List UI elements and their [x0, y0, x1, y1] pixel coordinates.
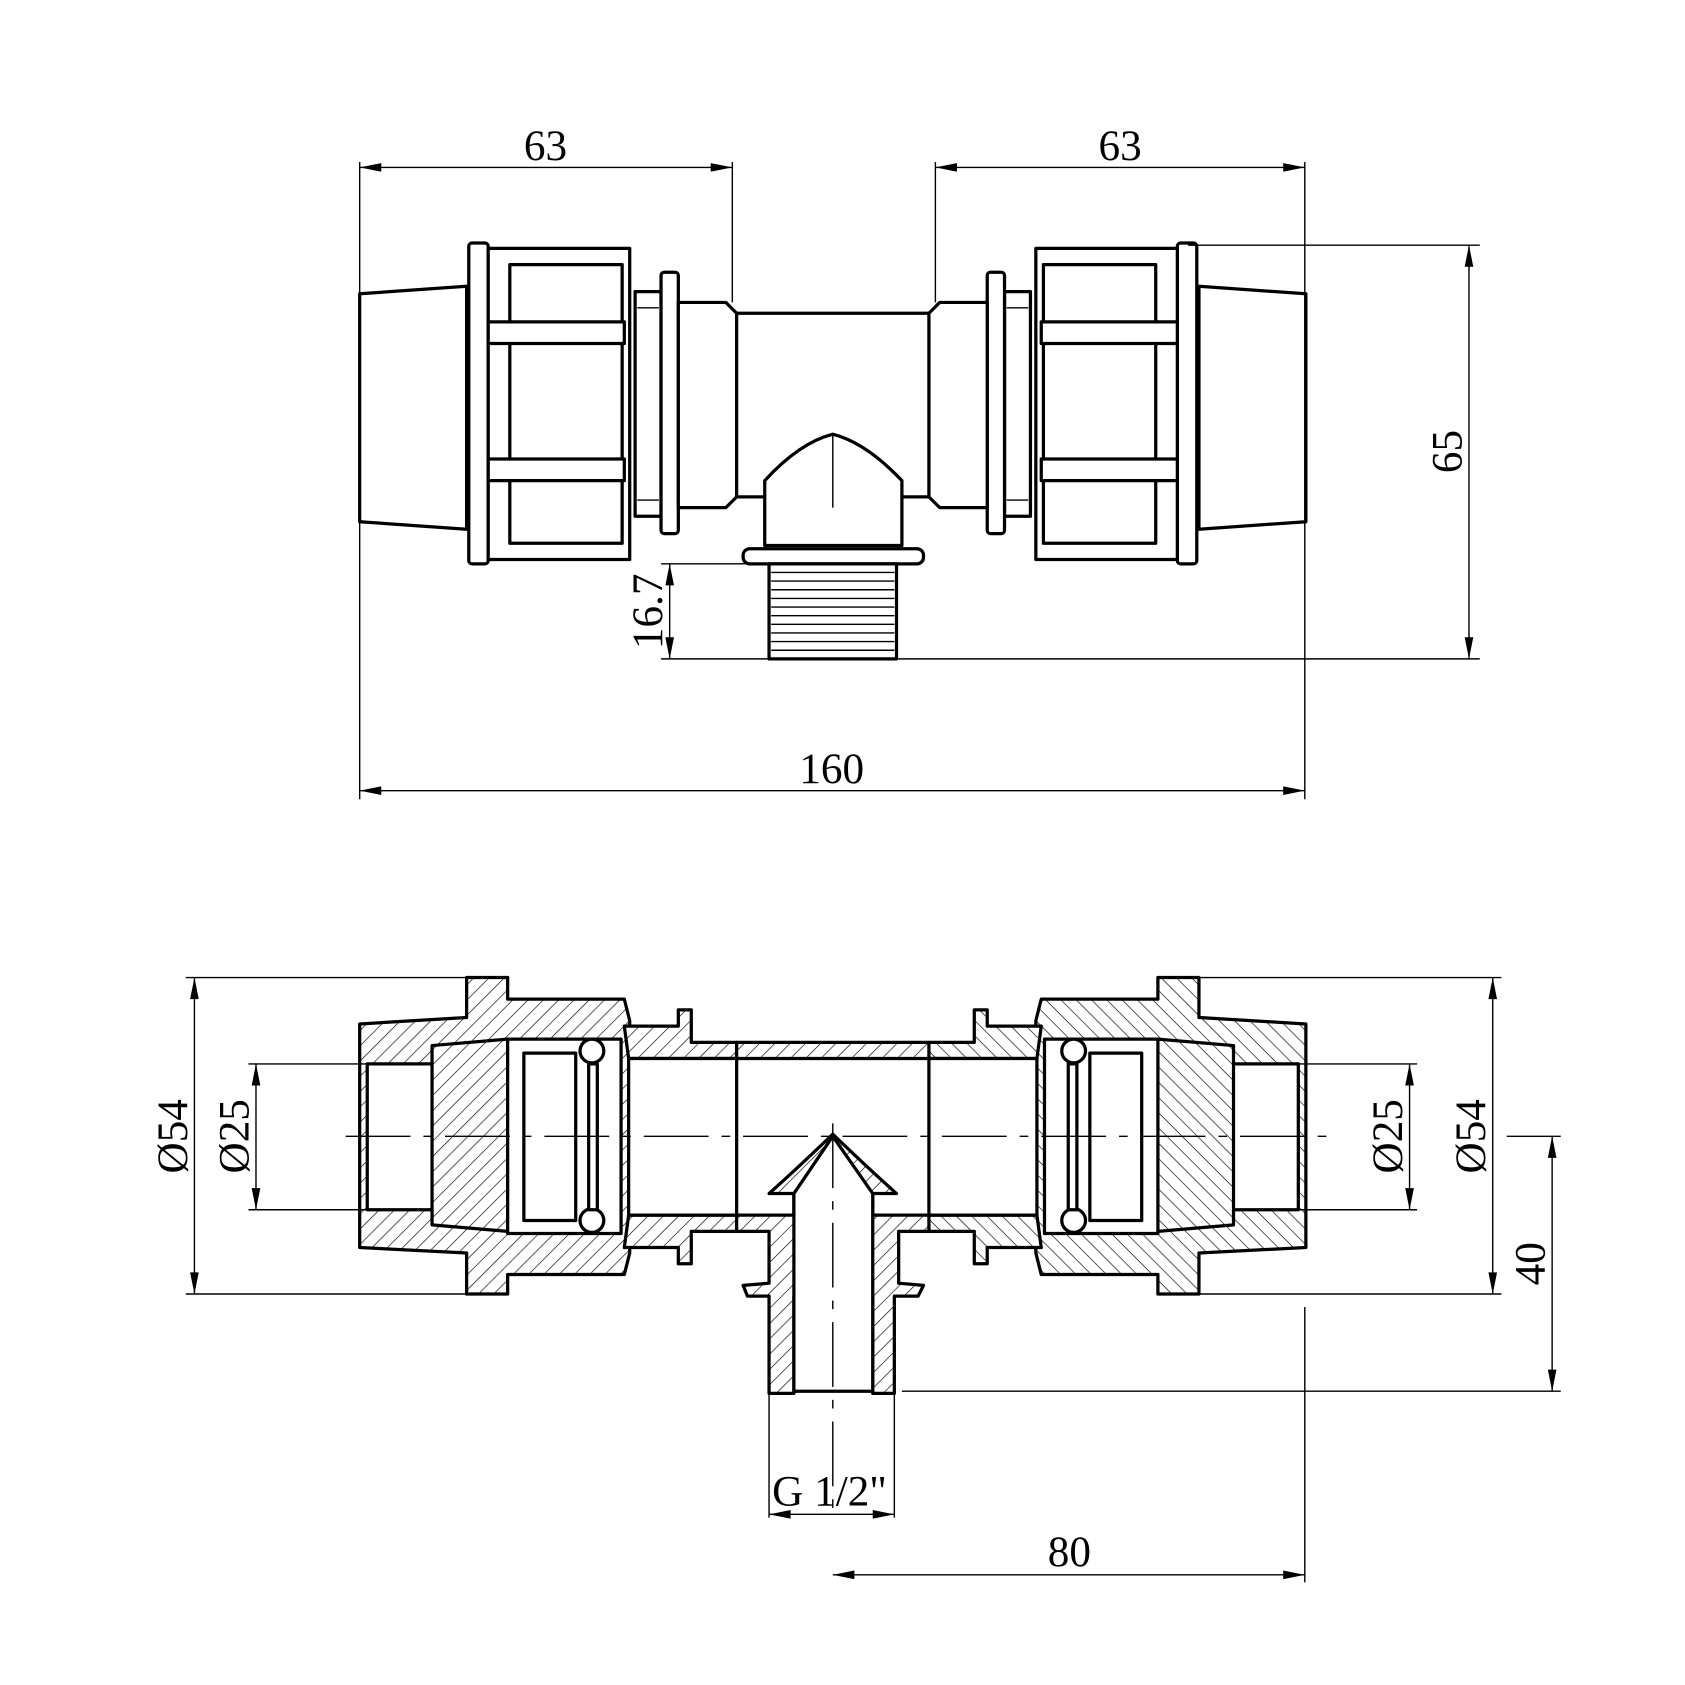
- dim-o25-right: Ø25: [1365, 1099, 1412, 1173]
- dim-40: 40: [1508, 1242, 1555, 1285]
- dim-160: 160: [799, 746, 864, 793]
- dim-o25-left: Ø25: [211, 1099, 258, 1173]
- thread-outlet: [767, 562, 899, 661]
- dim-g-half-inch: G 1/2": [772, 1469, 887, 1516]
- dimensions-section: Ø54 Ø25 Ø25 Ø54 40 G 1/2" 80: [150, 976, 1561, 1583]
- section-view: [345, 975, 1329, 1513]
- dim-63-left: 63: [524, 123, 567, 170]
- dim-63-right: 63: [1098, 123, 1141, 170]
- dim-80: 80: [1048, 1529, 1091, 1576]
- dimensions-top: 63 63 65 16.7 160: [358, 123, 1480, 800]
- dim-65: 65: [1424, 430, 1471, 473]
- dim-o54-right: Ø54: [1448, 1099, 1495, 1173]
- dim-16-7: 16.7: [625, 574, 672, 650]
- top-view: [358, 241, 1308, 661]
- dim-o54-left: Ø54: [150, 1099, 197, 1173]
